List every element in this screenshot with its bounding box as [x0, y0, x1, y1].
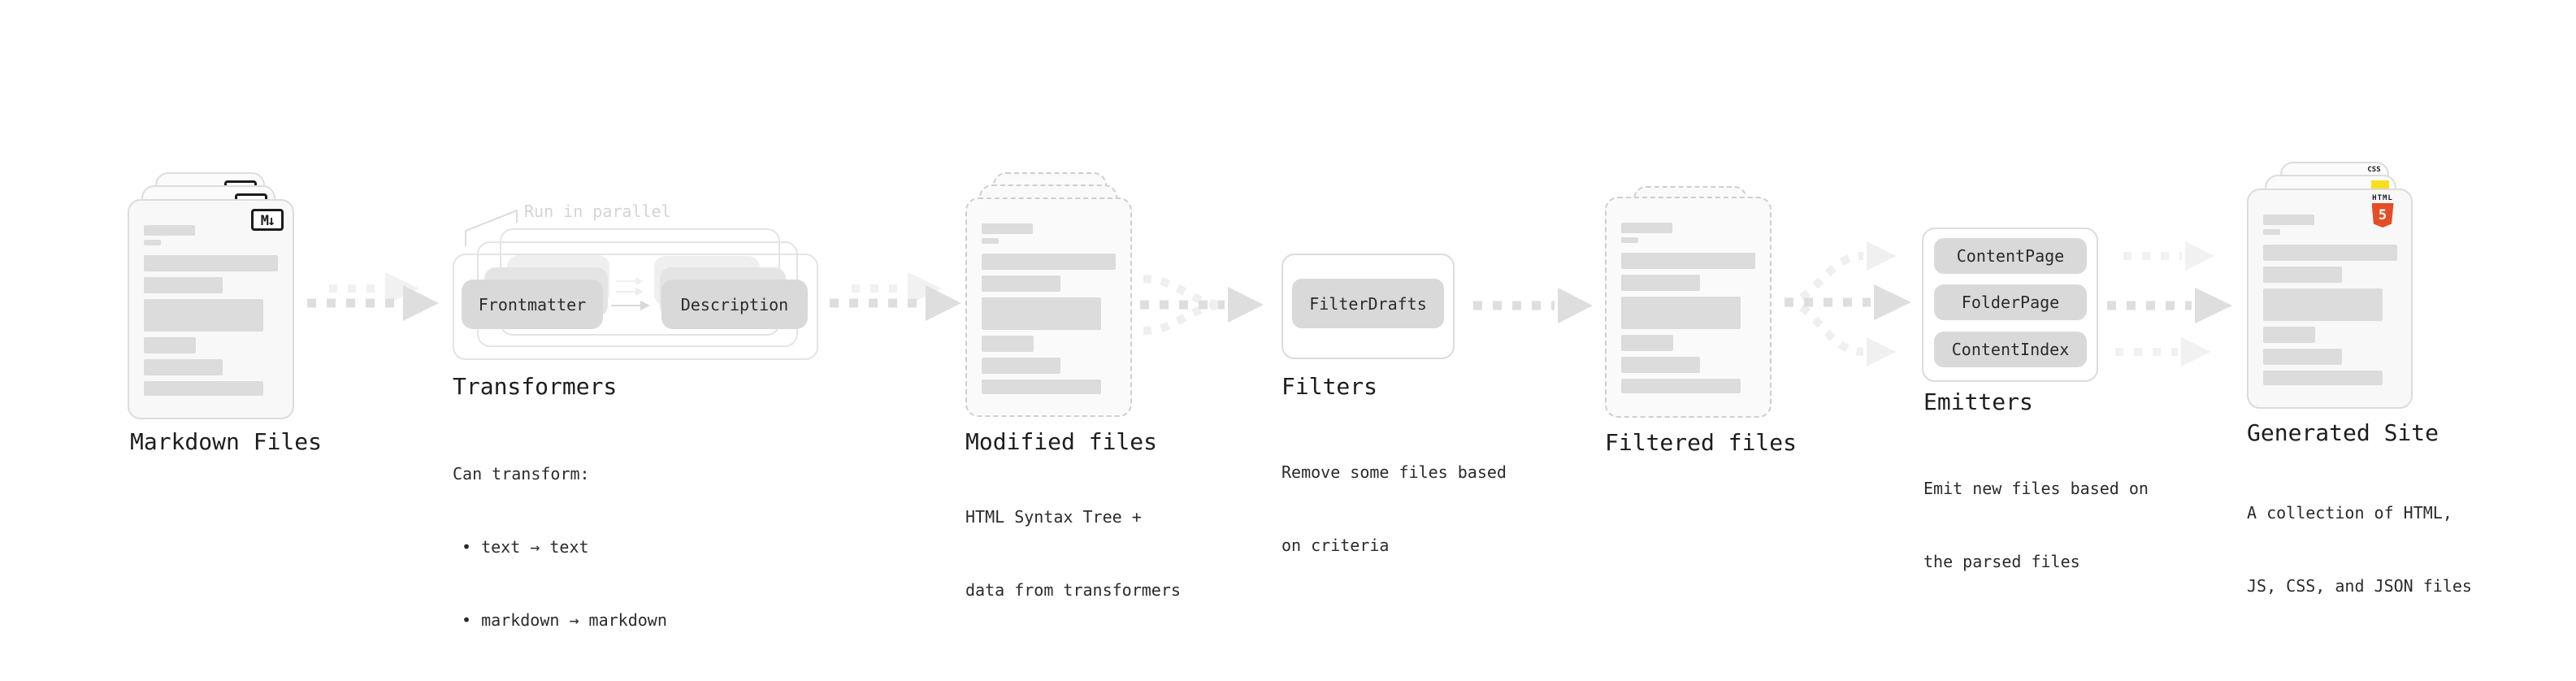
placeholder-bar [2263, 267, 2342, 283]
placeholder-bar [2263, 229, 2280, 235]
run-in-parallel-annotation: Run in parallel [524, 202, 671, 221]
placeholder-bar [144, 381, 263, 396]
emitters-description: Emit new files based on the parsed files [1923, 427, 2149, 622]
markdown-icon: M↓ [251, 209, 284, 231]
placeholder-bar [982, 336, 1034, 352]
placeholder-bar [144, 240, 161, 245]
filtered-files-title: Filtered files [1605, 429, 1798, 456]
generated-site-desc-line: JS, CSS, and JSON files [2247, 576, 2472, 596]
site-file-card-front: HTML 5 [2247, 189, 2413, 409]
arrow-markdown-to-transformers [307, 272, 439, 321]
filters-desc-line: on criteria [1281, 536, 1390, 555]
modified-file-card-front [965, 197, 1132, 417]
placeholder-bar [144, 337, 196, 354]
placeholder-bar [144, 359, 223, 375]
filters-description: Remove some files based on criteria [1281, 411, 1507, 606]
modified-files-desc-line: data from transformers [965, 580, 1181, 600]
document-placeholder-lines [129, 201, 293, 396]
css-icon-label: CSS [2367, 166, 2381, 174]
folderpage-pill: FolderPage [1934, 284, 2087, 320]
placeholder-bar [1621, 357, 1700, 373]
arrow-merge-modified-to-filters [1140, 275, 1264, 335]
placeholder-bar [2263, 288, 2383, 321]
emitters-desc-line: Emit new files based on [1923, 479, 2149, 498]
placeholder-bar [144, 277, 223, 293]
arrow-filters-to-filtered [1473, 288, 1593, 323]
placeholder-bar [982, 380, 1101, 394]
placeholder-bar [982, 275, 1060, 292]
placeholder-bar [2263, 245, 2397, 261]
markdown-files-title: Markdown Files [130, 428, 323, 455]
transformers-bullet: • text → text [462, 537, 589, 557]
contentpage-pill: ContentPage [1934, 238, 2087, 274]
generated-site-description: A collection of HTML, JS, CSS, and JSON … [2247, 452, 2472, 647]
description-pill: Description [661, 280, 808, 329]
generated-site-desc-line: A collection of HTML, [2247, 503, 2452, 523]
placeholder-bar [1621, 297, 1741, 329]
arrow-split-filtered-to-emitters [1784, 241, 1911, 367]
frontmatter-pill: Frontmatter [462, 280, 603, 329]
placeholder-bar [1621, 223, 1672, 233]
transformers-title: Transformers [453, 373, 618, 400]
markdown-file-card-front: M↓ [128, 199, 294, 419]
emitters-title: Emitters [1923, 388, 2033, 415]
filtered-file-card-front [1605, 197, 1772, 418]
transformers-description: Can transform: • text → text • markdown … [453, 413, 667, 681]
placeholder-bar [144, 225, 195, 236]
transformers-bullet: • markdown → markdown [462, 610, 667, 630]
emitters-desc-line: the parsed files [1923, 552, 2080, 571]
transformer-flow-arrows [611, 277, 650, 310]
modified-files-title: Modified files [965, 428, 1158, 455]
modified-files-desc-line: HTML Syntax Tree + [965, 507, 1142, 527]
filters-desc-line: Remove some files based [1281, 462, 1507, 482]
placeholder-bar [1621, 275, 1700, 291]
transformer-group-front [453, 254, 818, 360]
placeholder-bar [982, 358, 1060, 374]
contentindex-pill: ContentIndex [1934, 332, 2087, 367]
run-in-parallel-leader-line [465, 209, 518, 246]
placeholder-bar [2263, 349, 2342, 365]
placeholder-bar [982, 238, 999, 244]
js-icon [2371, 180, 2389, 189]
placeholder-bar [1621, 379, 1741, 393]
document-placeholder-lines [967, 199, 1130, 394]
arrow-transformers-to-modified [830, 272, 961, 321]
placeholder-bar [144, 299, 263, 332]
placeholder-bar [2263, 215, 2314, 225]
placeholder-bar [1621, 237, 1638, 243]
placeholder-bar [1621, 253, 1755, 269]
placeholder-bar [982, 254, 1116, 270]
html5-icon-shield: 5 [2371, 203, 2394, 228]
placeholder-bar [2263, 327, 2315, 343]
document-placeholder-lines [1607, 198, 1770, 393]
document-placeholder-lines [2249, 190, 2411, 385]
placeholder-bar [1621, 335, 1673, 351]
modified-files-description: HTML Syntax Tree + data from transformer… [965, 456, 1181, 651]
generated-site-title: Generated Site [2247, 419, 2439, 446]
html5-icon-label: HTML [2372, 194, 2393, 202]
placeholder-bar [982, 297, 1101, 330]
filterdrafts-pill: FilterDrafts [1292, 279, 1444, 328]
filters-title: Filters [1281, 373, 1378, 400]
html5-icon: HTML 5 [2362, 194, 2403, 228]
transformers-desc-line: Can transform: [453, 464, 590, 484]
arrows-emitters-to-site [2107, 241, 2232, 367]
placeholder-bar [2263, 371, 2383, 385]
placeholder-bar [144, 255, 278, 271]
placeholder-bar [982, 223, 1033, 234]
